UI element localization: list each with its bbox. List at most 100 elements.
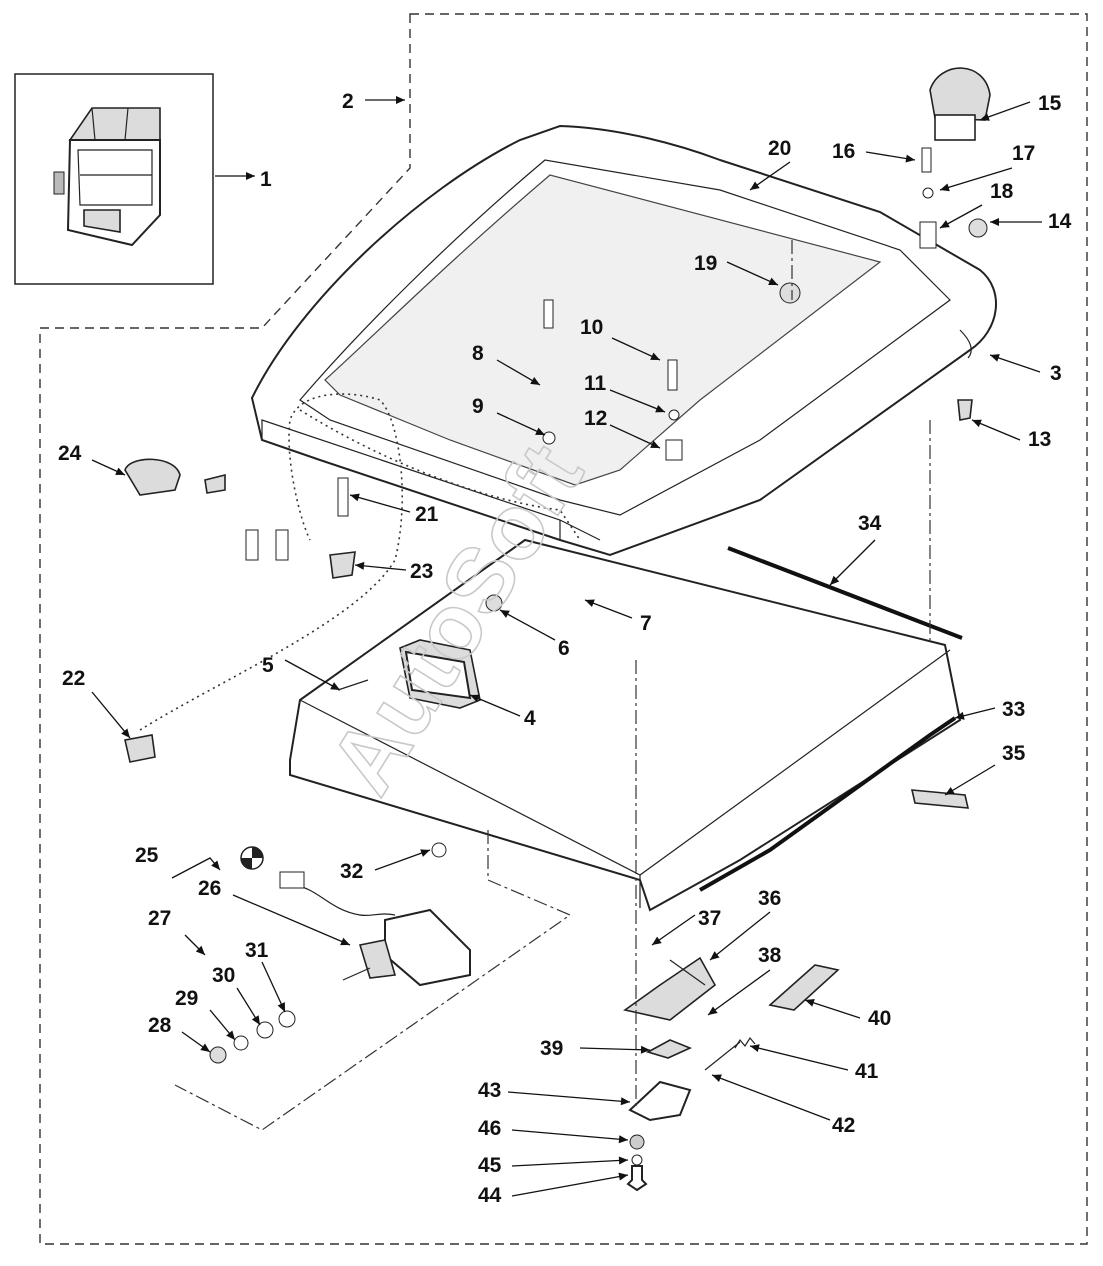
callout-38: 38 bbox=[758, 944, 782, 967]
arrowhead-20 bbox=[750, 181, 760, 190]
callout-23: 23 bbox=[410, 560, 433, 583]
callout-20: 20 bbox=[768, 137, 791, 160]
cab-thumbnail bbox=[14, 73, 214, 285]
arrowhead-23 bbox=[355, 561, 365, 570]
arrowhead-26 bbox=[340, 937, 350, 946]
leader-39 bbox=[579, 1047, 651, 1051]
seal-strip-33 bbox=[699, 716, 957, 892]
leader-31 bbox=[261, 961, 286, 1013]
arrowhead-31 bbox=[277, 1002, 285, 1012]
arrowhead-19 bbox=[768, 277, 778, 285]
arrowhead-41 bbox=[750, 1044, 760, 1053]
callout-9: 9 bbox=[472, 395, 484, 418]
callout-21: 21 bbox=[415, 503, 439, 526]
callout-46: 46 bbox=[478, 1117, 501, 1140]
arrowhead-3 bbox=[990, 354, 1000, 362]
callout-2: 2 bbox=[342, 90, 354, 113]
callout-10: 10 bbox=[580, 316, 603, 339]
arrowhead-37 bbox=[652, 936, 662, 945]
arrowhead-10 bbox=[650, 352, 660, 360]
callout-1: 1 bbox=[260, 168, 272, 191]
leader-4 bbox=[469, 694, 521, 717]
arrowhead-44 bbox=[618, 1172, 628, 1181]
leader-36 bbox=[709, 911, 771, 961]
arrowhead-30 bbox=[251, 1015, 260, 1025]
callout-30: 30 bbox=[212, 964, 235, 987]
callout-36: 36 bbox=[758, 887, 781, 910]
dome-light bbox=[399, 639, 481, 709]
callout-43: 43 bbox=[478, 1079, 501, 1102]
callout-42: 42 bbox=[832, 1114, 855, 1137]
arrowhead-5 bbox=[330, 682, 340, 690]
seal-strip-35 bbox=[910, 789, 970, 809]
callout-13: 13 bbox=[1028, 428, 1051, 451]
callout-26: 26 bbox=[198, 877, 221, 900]
callout-33: 33 bbox=[1002, 698, 1025, 721]
arrowhead-46 bbox=[618, 1135, 628, 1144]
callout-19: 19 bbox=[694, 252, 717, 275]
callout-32: 32 bbox=[340, 860, 363, 883]
arrowhead-43 bbox=[620, 1097, 630, 1106]
callout-6: 6 bbox=[558, 637, 570, 660]
leader-21 bbox=[349, 494, 411, 513]
arrowhead-27 bbox=[195, 945, 205, 955]
arrowhead-2 bbox=[396, 96, 405, 104]
leader-41 bbox=[749, 1045, 849, 1071]
callout-41: 41 bbox=[855, 1060, 879, 1083]
leader-34 bbox=[829, 539, 876, 586]
leader-38 bbox=[707, 969, 771, 1016]
callout-39: 39 bbox=[540, 1037, 563, 1060]
callout-37: 37 bbox=[698, 907, 721, 930]
callout-8: 8 bbox=[472, 342, 484, 365]
arrowhead-11 bbox=[655, 404, 665, 413]
arrowhead-21 bbox=[350, 493, 360, 502]
arrowhead-8 bbox=[530, 377, 540, 385]
callout-12: 12 bbox=[584, 407, 607, 430]
arrowhead-4 bbox=[470, 694, 480, 703]
callout-3: 3 bbox=[1050, 362, 1062, 385]
callout-44: 44 bbox=[478, 1184, 502, 1207]
leader-42 bbox=[711, 1074, 831, 1121]
assembly-centerlines bbox=[174, 240, 931, 1131]
leader-17 bbox=[939, 167, 1013, 191]
callout-40: 40 bbox=[868, 1007, 891, 1030]
leader-12 bbox=[609, 424, 661, 449]
leader-25 bbox=[171, 857, 221, 879]
callout-11: 11 bbox=[584, 372, 607, 395]
callout-14: 14 bbox=[1048, 210, 1072, 233]
leader-43 bbox=[507, 1091, 631, 1103]
arrowhead-18 bbox=[940, 220, 950, 228]
leader-6 bbox=[499, 609, 556, 641]
callout-45: 45 bbox=[478, 1154, 502, 1177]
arrowhead-22 bbox=[121, 728, 130, 738]
callout-34: 34 bbox=[858, 512, 882, 535]
arrowhead-12 bbox=[650, 440, 660, 448]
arrowhead-25 bbox=[211, 860, 220, 870]
callout-16: 16 bbox=[832, 140, 855, 163]
leader-19 bbox=[726, 261, 779, 286]
callout-25: 25 bbox=[135, 844, 159, 867]
leader-44 bbox=[511, 1174, 629, 1197]
leader-22 bbox=[91, 691, 131, 739]
arrowhead-29 bbox=[226, 1030, 235, 1040]
wiring-harness bbox=[139, 393, 403, 731]
beacon-light bbox=[929, 67, 991, 141]
arrowhead-17 bbox=[940, 183, 950, 192]
leader-11 bbox=[609, 389, 666, 413]
leader-35 bbox=[944, 764, 996, 796]
callout-18: 18 bbox=[990, 180, 1014, 203]
leader-26 bbox=[232, 894, 351, 946]
arrowhead-14 bbox=[990, 218, 999, 226]
wiper-motor bbox=[240, 846, 471, 987]
arrowhead-7 bbox=[585, 599, 595, 607]
arrowhead-6 bbox=[500, 610, 510, 618]
arrowhead-33 bbox=[955, 711, 965, 720]
arrowhead-28 bbox=[200, 1043, 210, 1052]
hardware-parts bbox=[124, 147, 988, 1064]
callout-31: 31 bbox=[245, 939, 269, 962]
arrowhead-13 bbox=[972, 419, 982, 428]
callout-28: 28 bbox=[148, 1014, 172, 1037]
arrowhead-38 bbox=[708, 1006, 718, 1015]
